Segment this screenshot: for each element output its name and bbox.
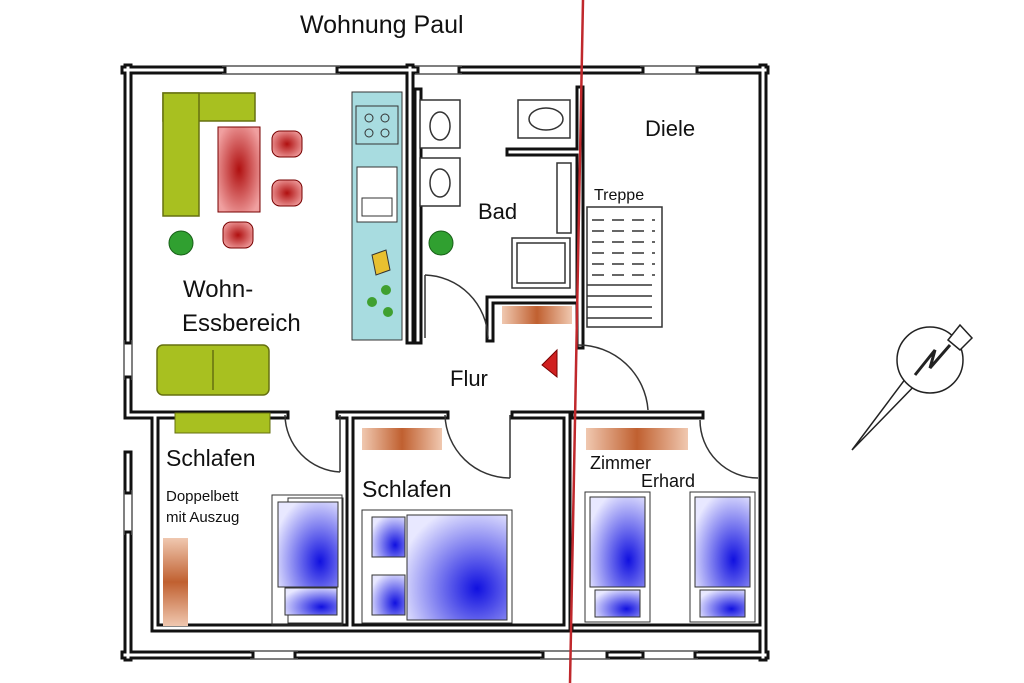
bed-note: Doppelbett (166, 488, 239, 505)
windows (123, 65, 700, 660)
rug (362, 428, 442, 450)
room-label-living: Essbereich (182, 310, 301, 337)
label-stairs: Treppe (594, 187, 644, 204)
room-label-diele: Diele (645, 116, 695, 141)
plan-title: Wohnung Paul (300, 11, 464, 39)
stairs (586, 206, 663, 328)
room-label-bath: Bad (478, 199, 517, 224)
room-label-bedroom-left: Schlafen (166, 445, 256, 471)
stove-icon (355, 105, 399, 145)
rug (586, 428, 688, 450)
walls (120, 63, 770, 662)
bed-note: mit Auszug (166, 509, 239, 526)
room-label-zimmer: Zimmer (590, 453, 651, 473)
dining-table (217, 126, 261, 213)
north-arrow-icon (851, 323, 974, 451)
sofa (156, 344, 270, 396)
entrance-arrow-icon (541, 348, 558, 379)
bathroom-fixtures (419, 99, 572, 289)
single-beds (584, 491, 756, 623)
kitchen-utensil-icon (371, 249, 391, 276)
plant-icon (168, 230, 454, 256)
plant-icon (367, 285, 393, 317)
room-label-hall: Flur (450, 366, 488, 391)
chairs (222, 130, 303, 249)
sink-icon (356, 166, 398, 223)
double-bed (361, 509, 513, 624)
rug (502, 306, 572, 324)
divider-line (568, 0, 585, 683)
doors (284, 274, 759, 479)
rug (174, 412, 271, 434)
corner-sofa (162, 92, 256, 217)
rug (163, 538, 188, 626)
room-label-living: Wohn- (183, 276, 253, 303)
room-label-bedroom-middle: Schlafen (362, 476, 452, 502)
room-label-zimmer: Erhard (641, 471, 695, 491)
double-bed-with-trundle (271, 494, 344, 626)
